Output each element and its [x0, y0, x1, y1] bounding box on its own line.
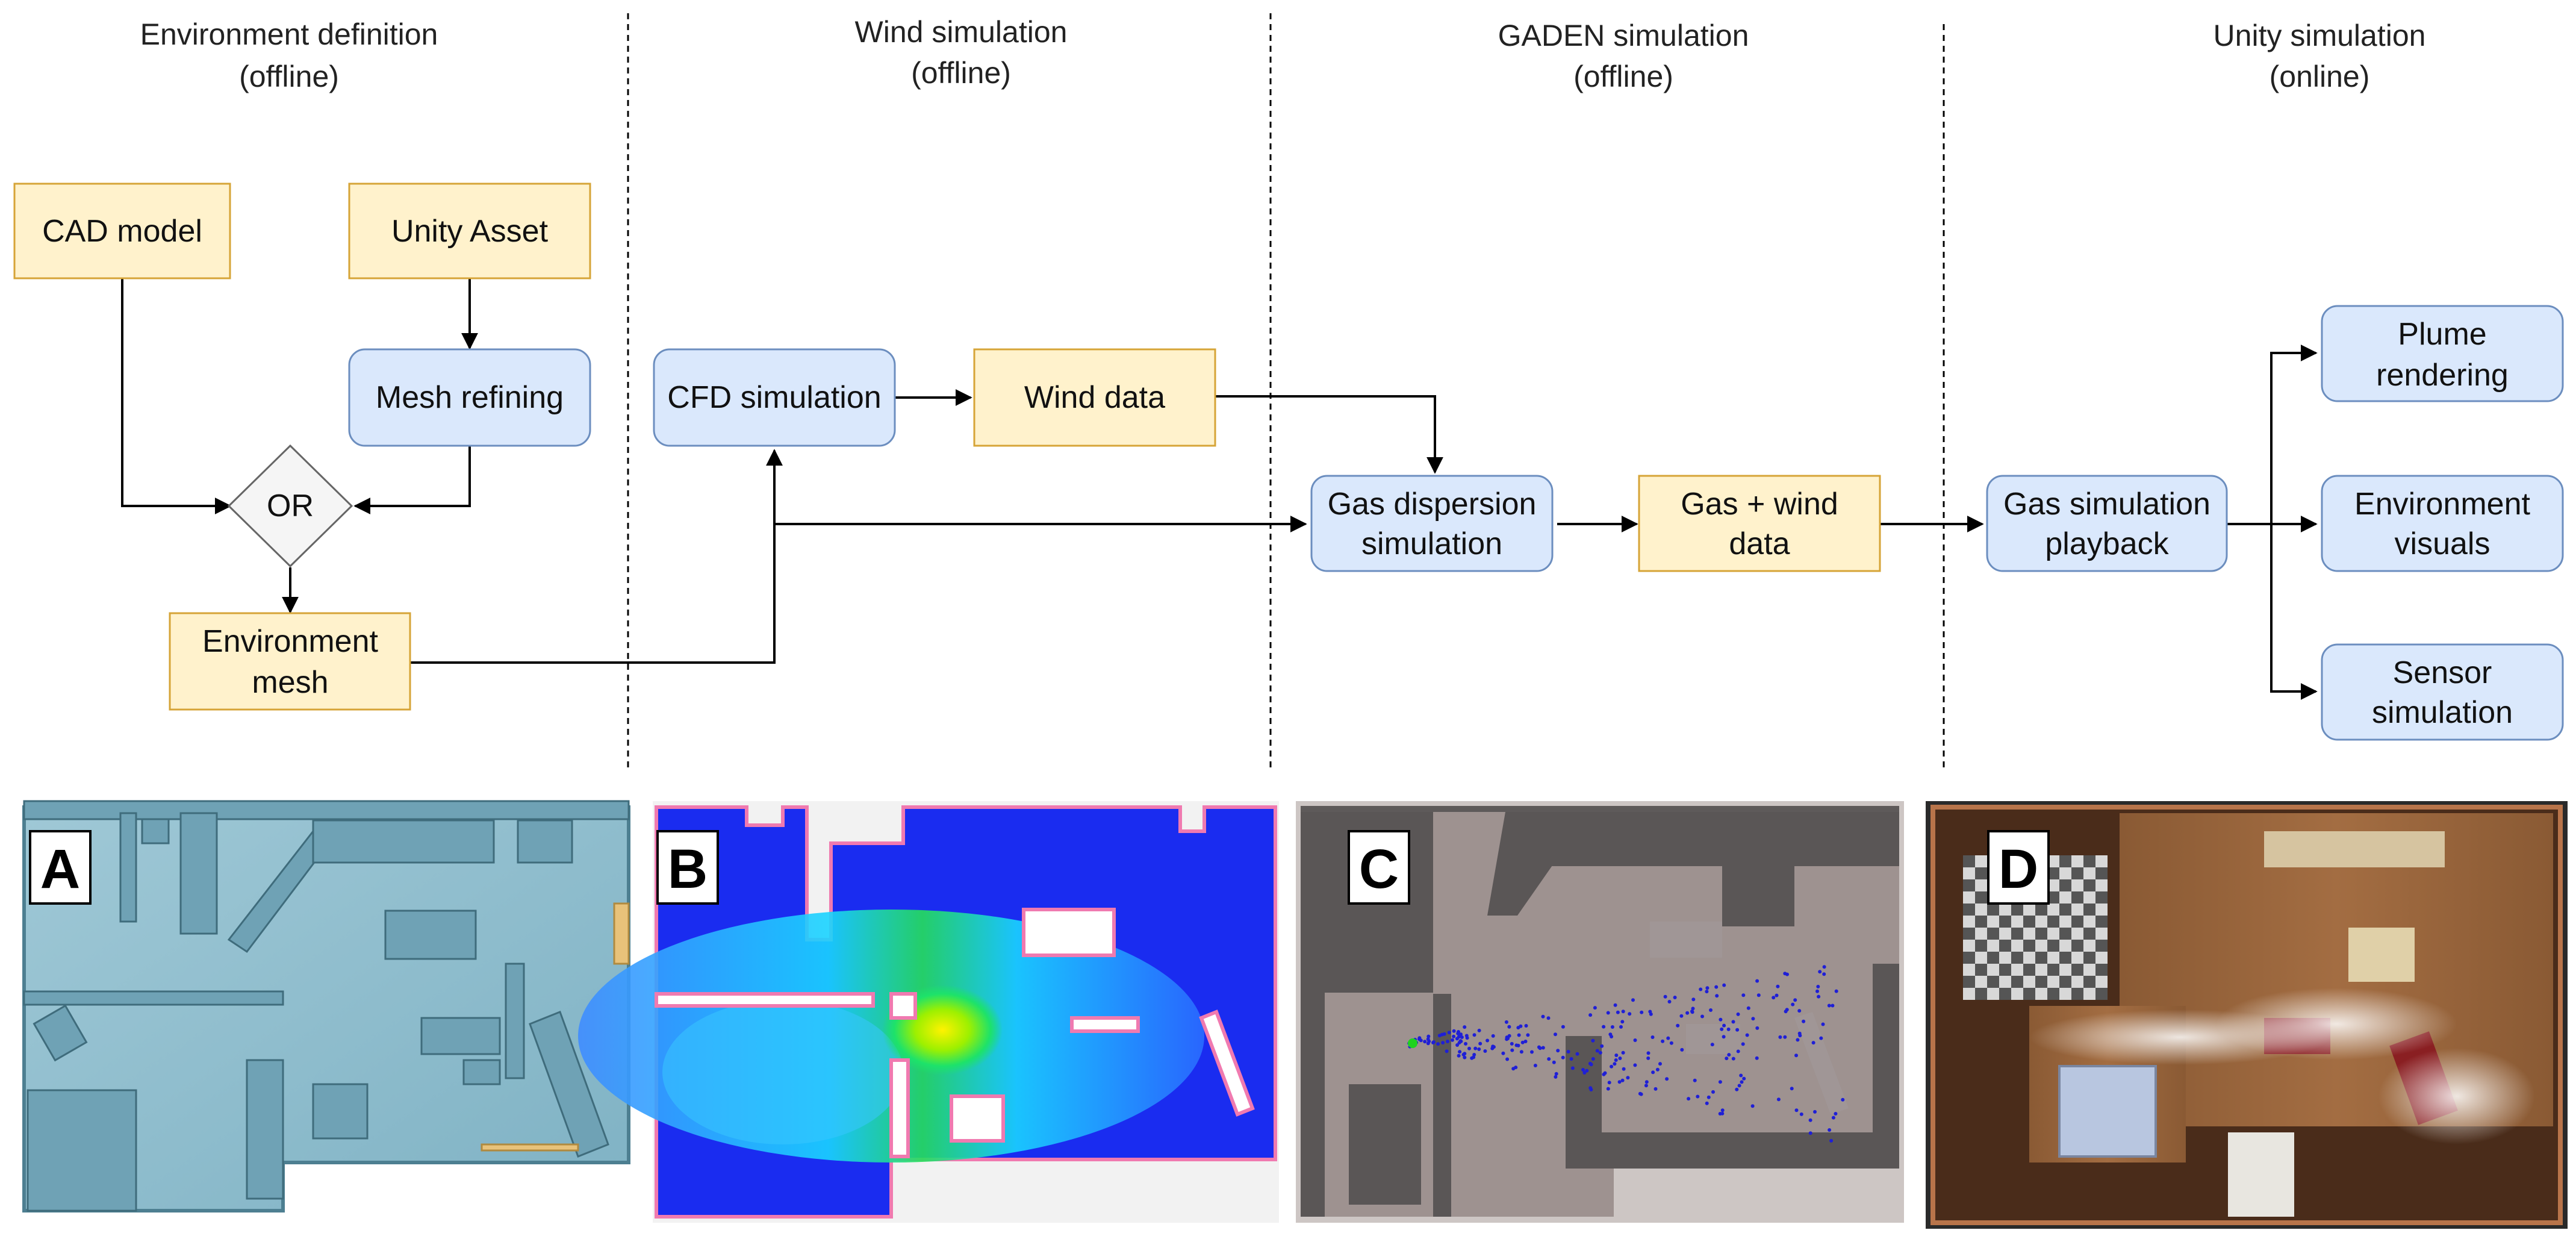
edge-refining-to-or: [353, 446, 471, 514]
node-sensor-simulation: Sensor simulation: [2321, 643, 2564, 741]
node-or-gate-diamond: [227, 444, 353, 568]
node-mesh-refining-box: [348, 348, 591, 447]
node-gas-dispersion-line2: simulation: [1361, 526, 1502, 561]
node-environment-mesh: Environment mesh: [169, 612, 411, 711]
panel-c-walls: [1301, 812, 1899, 1217]
node-environment-visuals: Environment visuals: [2321, 475, 2564, 572]
node-cfd-simulation: CFD simulation: [653, 348, 896, 447]
panel-d-letter: D: [1999, 838, 2038, 900]
node-gas-playback: Gas simulation playback: [1986, 475, 2228, 572]
column-headers: Environment definition (offline) Wind si…: [140, 15, 2426, 93]
column-separators: [627, 13, 1945, 771]
edge-mesh-to-cfd: [410, 449, 783, 664]
node-cad-model-label: CAD model: [42, 214, 202, 249]
panel-a-letter: A: [40, 838, 80, 900]
node-plume-rendering-box: [2321, 305, 2564, 402]
node-unity-asset-box: [348, 183, 591, 279]
node-environment-mesh-line1: Environment: [202, 624, 378, 659]
node-plume-rendering: Plume rendering: [2321, 305, 2564, 402]
node-mesh-refining-label: Mesh refining: [376, 380, 564, 415]
node-gas-playback-box: [1986, 475, 2228, 572]
panel-c-gas-dispersion: C: [1296, 801, 1904, 1223]
panel-a-walls: [23, 800, 630, 1212]
edge-playback-to-sensor: [2270, 524, 2318, 700]
node-sensor-simulation-box: [2321, 643, 2564, 741]
node-environment-visuals-box: [2321, 475, 2564, 572]
panel-d-table: [2348, 928, 2415, 982]
panel-b-wind-field: B: [578, 801, 1279, 1223]
column-subtitle-wind: (offline): [911, 56, 1011, 90]
panel-c-gas-particles: [1407, 965, 1845, 1143]
column-title-environment: Environment definition: [140, 17, 438, 51]
node-wind-data-box: [973, 348, 1216, 447]
node-plume-rendering-line1: Plume: [2398, 317, 2486, 352]
node-gas-dispersion-line1: Gas dispersion: [1328, 487, 1537, 522]
panel-c-source-marker: [1408, 1038, 1417, 1048]
panel-d-unity-render: D: [1926, 801, 2568, 1229]
node-gas-dispersion: Gas dispersion simulation: [1310, 475, 1554, 572]
panel-d-bathroom: [2228, 1132, 2294, 1217]
node-environment-mesh-line2: mesh: [252, 665, 328, 700]
node-plume-rendering-line2: rendering: [2376, 358, 2509, 393]
panel-b-flow-lobe: [662, 1000, 903, 1144]
panel-c-letter: C: [1359, 838, 1399, 900]
panel-c-label-box: [1348, 830, 1410, 905]
panel-d-bed: [2058, 1065, 2157, 1158]
node-environment-mesh-box: [169, 612, 411, 711]
edges: [121, 278, 2318, 700]
node-gas-wind-data-line1: Gas + wind: [1681, 487, 1838, 522]
node-gas-playback-line2: playback: [2045, 526, 2169, 561]
edge-wind-to-gas-dispersion: [1215, 395, 1443, 474]
node-cad-model: CAD model: [13, 183, 231, 279]
node-sensor-simulation-line1: Sensor: [2393, 655, 2492, 690]
node-or-gate-label: OR: [267, 488, 314, 523]
nodes: CAD model Unity Asset Mesh refining OR E…: [13, 183, 2564, 741]
node-gas-playback-line1: Gas simulation: [2003, 487, 2210, 522]
node-wind-data: Wind data: [973, 348, 1216, 447]
node-unity-asset: Unity Asset: [348, 183, 591, 279]
panel-c-top-wall: [1301, 806, 1899, 812]
node-wind-data-label: Wind data: [1024, 380, 1165, 415]
panel-d-kitchen-counter: [2264, 831, 2445, 867]
node-environment-visuals-line1: Environment: [2354, 487, 2530, 522]
panel-b-obstacles: [655, 908, 1255, 1158]
panel-b-letter: B: [668, 838, 708, 900]
edge-playback-to-plume: [2270, 345, 2318, 524]
column-title-wind: Wind simulation: [855, 15, 1068, 49]
panel-b-label-box: [656, 830, 719, 905]
column-title-gaden: GADEN simulation: [1498, 19, 1749, 52]
node-gas-dispersion-box: [1310, 475, 1554, 572]
node-gas-wind-data: Gas + wind data: [1638, 475, 1881, 572]
panel-c-furniture: [1650, 922, 1849, 1114]
node-mesh-refining: Mesh refining: [348, 348, 591, 447]
column-subtitle-gaden: (offline): [1573, 60, 1673, 93]
node-cad-model-box: [13, 183, 231, 279]
panel-d-smoke-plume-2: [2216, 988, 2457, 1060]
node-environment-visuals-line2: visuals: [2395, 526, 2490, 561]
node-gas-wind-data-line2: data: [1729, 526, 1790, 561]
node-unity-asset-label: Unity Asset: [391, 214, 549, 249]
node-gas-wind-data-box: [1638, 475, 1881, 572]
node-cfd-simulation-label: CFD simulation: [667, 380, 881, 415]
column-subtitle-environment: (offline): [239, 60, 339, 93]
panel-d-smoke-plume-3: [2378, 1048, 2535, 1144]
panel-d-label-box: [1987, 830, 2050, 905]
column-title-unity: Unity simulation: [2214, 19, 2426, 52]
column-subtitle-unity: (online): [2270, 60, 2370, 93]
edge-cad-to-or: [121, 278, 232, 514]
node-sensor-simulation-line2: simulation: [2372, 695, 2513, 730]
panel-a-environment-mesh-render: A: [22, 800, 631, 1212]
node-cfd-simulation-box: [653, 348, 896, 447]
node-or-gate: OR: [227, 444, 353, 568]
panel-a-label-box: [29, 830, 92, 905]
